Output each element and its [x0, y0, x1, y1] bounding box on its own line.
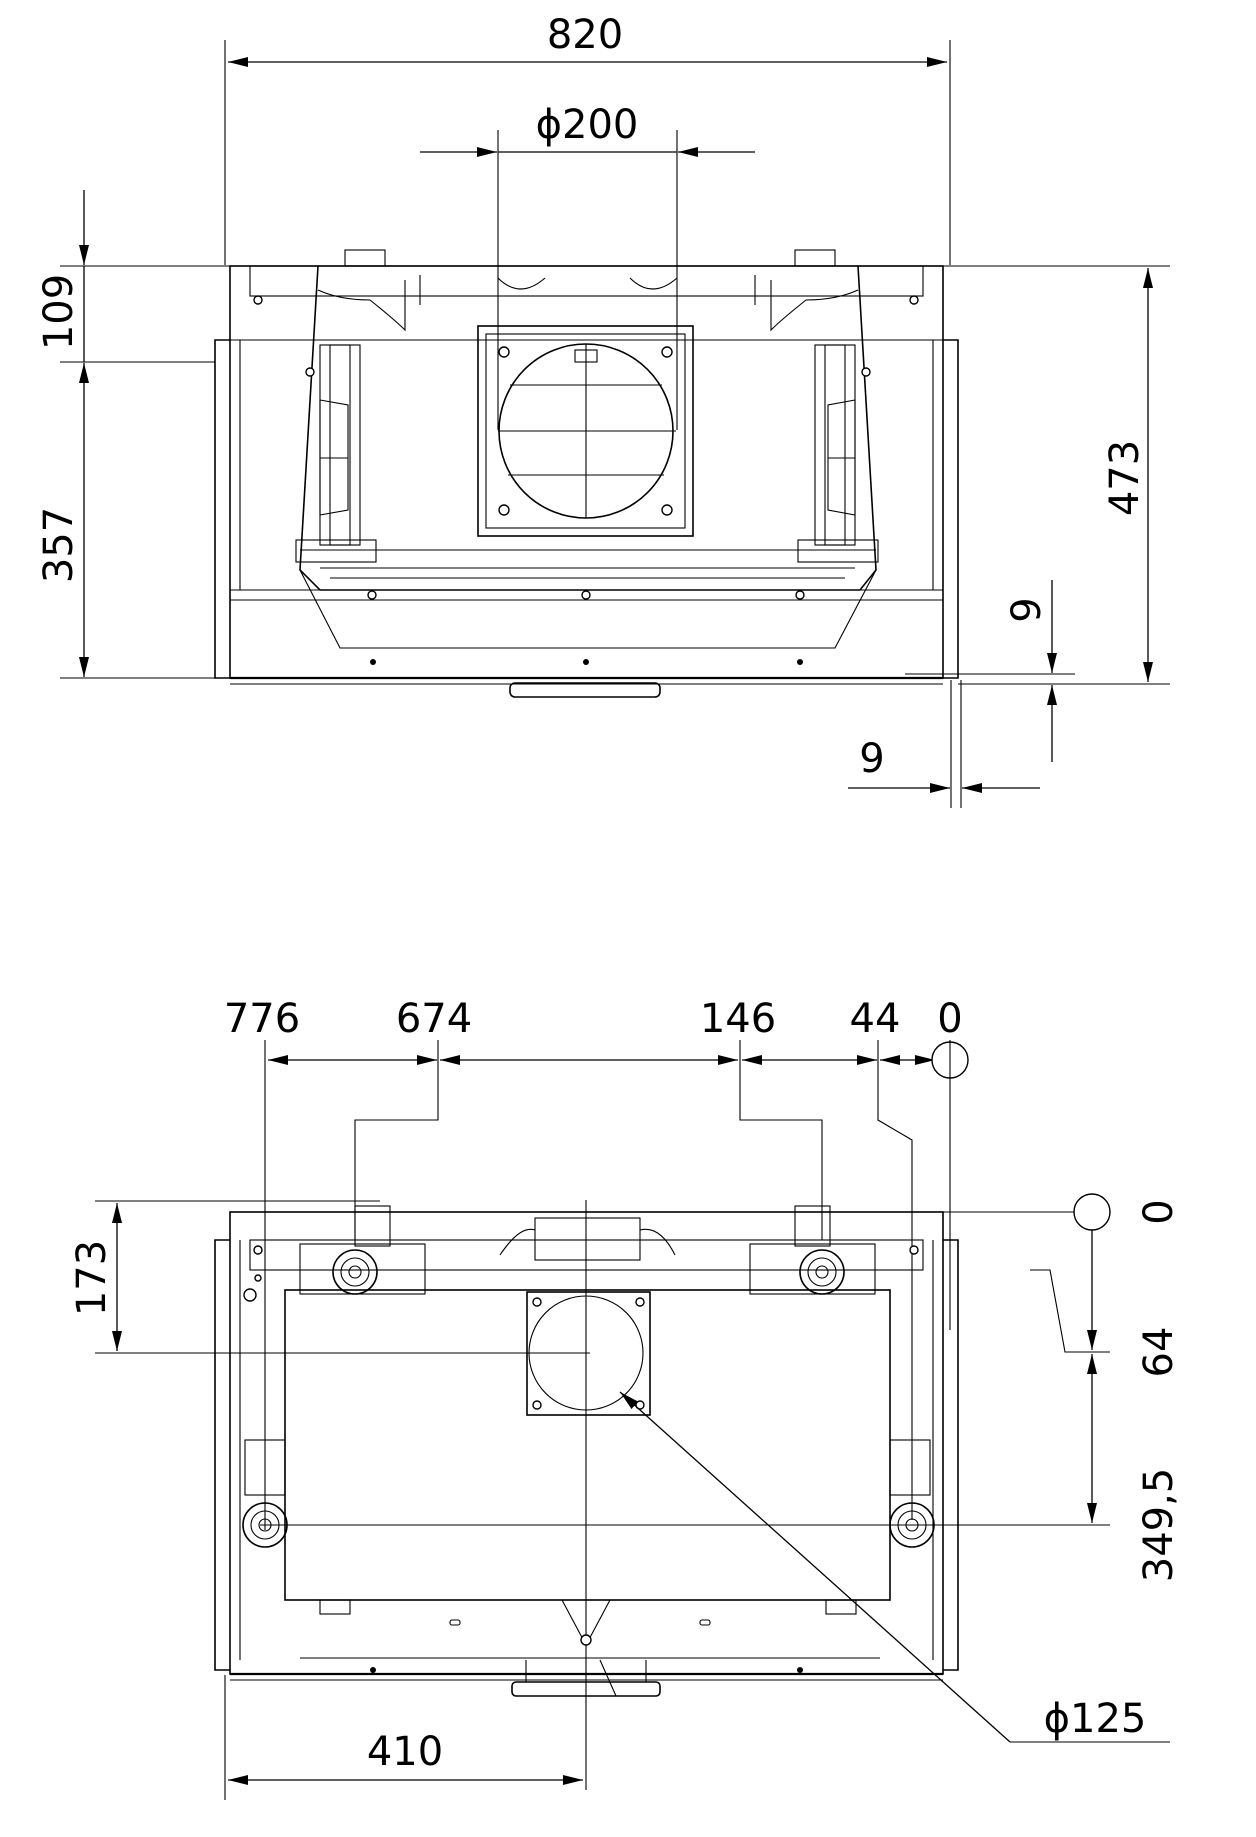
dim-674: 674 [396, 996, 472, 1042]
dim-64: 64 [1136, 1327, 1182, 1378]
dim-173: 173 [69, 1240, 115, 1316]
dim-357: 357 [36, 507, 82, 583]
dim-x-origin: 0 [937, 996, 962, 1042]
dim-349-5: 349,5 [1136, 1468, 1182, 1583]
dim-9-horizontal: 9 [859, 736, 884, 782]
dim-phi200: ϕ200 [536, 102, 639, 148]
dim-820: 820 [547, 12, 623, 58]
dim-410: 410 [367, 1729, 443, 1775]
dim-473: 473 [1102, 440, 1148, 516]
dim-109: 109 [36, 274, 82, 350]
dim-y-origin: 0 [1136, 1199, 1182, 1224]
bottom-view: 776 674 146 44 0 0 173 64 349,5 ϕ125 410 [69, 996, 1182, 1800]
dim-9-vertical: 9 [1004, 597, 1050, 622]
front-view: 820 ϕ200 109 357 473 9 9 [36, 12, 1170, 808]
dim-44: 44 [850, 996, 901, 1042]
dim-phi125: ϕ125 [1044, 1696, 1147, 1742]
dim-146: 146 [700, 996, 776, 1042]
dim-776: 776 [224, 996, 300, 1042]
